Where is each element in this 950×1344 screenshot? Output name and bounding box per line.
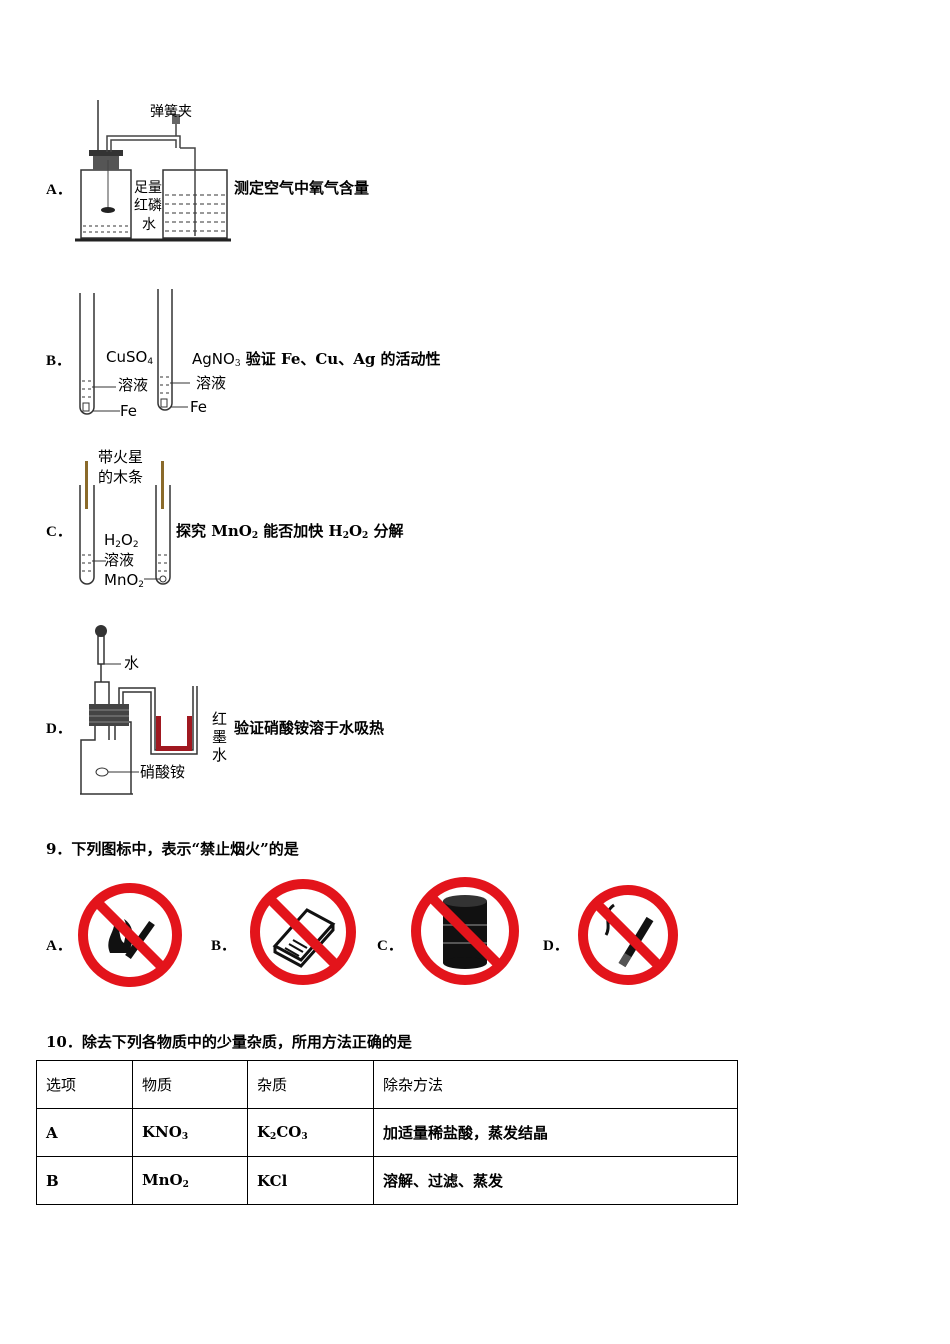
apparatus-c-diagram [79,461,171,585]
option-a-label: A． [46,182,72,198]
q9-option-a-label: A． [46,938,72,954]
row-substance: MnO2 [132,1156,248,1205]
option-b-description: AgNO3 验证 Fe、Cu、Ag 的活动性 [192,350,441,369]
label-phosphorus-2: 红磷 [134,198,162,214]
option-d-description: 验证硝酸铵溶于水吸热 [234,719,385,737]
header-method: 除杂方法 [373,1060,738,1109]
row-method: 溶解、过滤、蒸发 [373,1156,738,1205]
label-solution-2: 溶液 [196,374,227,392]
question-9-title: 9．下列图标中，表示“禁止烟火”的是 [46,840,299,858]
label-fe-1: Fe [120,402,138,420]
apparatus-d-diagram [80,625,198,795]
label-cuso4: CuSO4 [106,348,154,367]
question-10-title: 10．除去下列各物质中的少量杂质，所用方法正确的是 [46,1033,412,1051]
header-substance: 物质 [132,1060,248,1109]
table-header-row: 选项 物质 杂质 除杂方法 [36,1060,738,1109]
apparatus-b-diagram [79,289,190,415]
row-impurity: K2CO3 [247,1108,374,1157]
label-solution-c: 溶液 [104,551,135,569]
no-smoking-sign-icon [578,885,678,985]
label-ink-2: 墨 [212,728,228,746]
option-d-label: D． [46,721,72,737]
label-water: 水 [142,217,156,233]
q9-option-c-label: C． [377,938,403,954]
no-matches-sign-icon [250,879,356,985]
table-row: B MnO2 KCl 溶解、过滤、蒸发 [36,1156,738,1205]
header-option: 选项 [36,1060,133,1109]
row-method: 加适量稀盐酸，蒸发结晶 [373,1108,738,1157]
row-option: A [36,1108,133,1157]
label-h2o2: H2O2 [104,531,139,550]
q9-option-b-label: B． [211,938,237,954]
table-row: A KNO3 K2CO3 加适量稀盐酸，蒸发结晶 [36,1108,738,1157]
no-oil-barrel-sign-icon [411,877,519,985]
option-c-label: C． [46,524,72,540]
q10-table: 选项 物质 杂质 除杂方法 A KNO3 K2CO3 加适量稀盐酸，蒸发结晶 B… [36,1060,738,1205]
label-splint-1: 带火星 [98,448,144,466]
option-a-description: 测定空气中氧气含量 [234,179,370,197]
label-solution-1: 溶液 [118,376,149,394]
label-fe-2: Fe [190,398,208,416]
row-substance: KNO3 [132,1108,248,1157]
label-mno2: MnO2 [104,571,144,590]
row-impurity: KCl [247,1156,374,1205]
option-b-label: B． [46,353,72,369]
header-impurity: 杂质 [247,1060,374,1109]
row-option: B [36,1156,133,1205]
option-c-description: 探究 MnO2 能否加快 H2O2 分解 [176,522,404,541]
label-clamp: 弹簧夹 [150,104,192,120]
apparatus-a-diagram [75,100,231,242]
label-splint-2: 的木条 [98,468,144,486]
label-ink-3: 水 [212,746,228,764]
q9-option-d-label: D． [543,938,569,954]
no-fire-smoking-sign-icon [78,883,182,987]
label-ink-1: 红 [212,710,228,728]
label-ammonium-nitrate: 硝酸铵 [140,763,186,781]
label-water-d: 水 [124,654,140,672]
label-phosphorus-1: 足量 [134,180,162,196]
